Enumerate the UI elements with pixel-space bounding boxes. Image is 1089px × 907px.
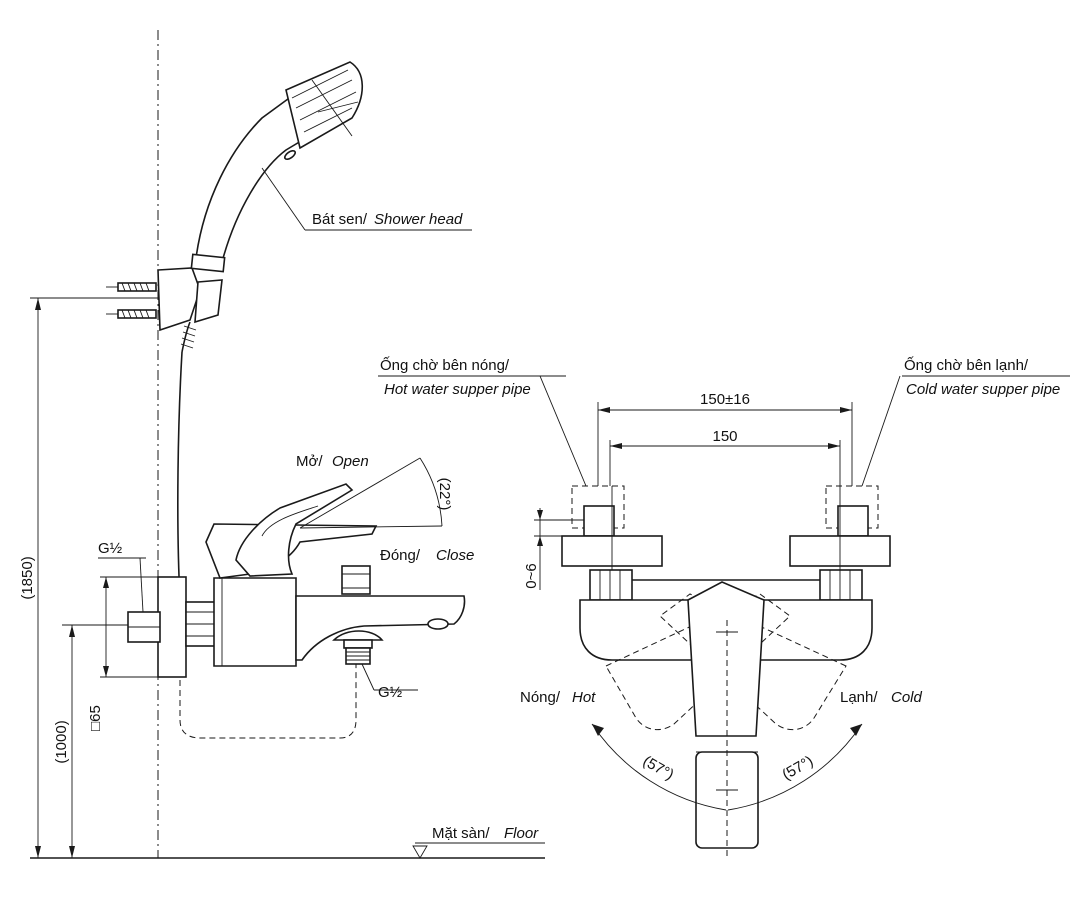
floor-label-en: Floor bbox=[504, 825, 539, 842]
lever-open bbox=[235, 483, 354, 577]
dim-1000: (1000) bbox=[53, 720, 70, 763]
dim-150-16: 150±16 bbox=[700, 391, 750, 408]
hot-label-vi: Nóng/ bbox=[520, 689, 561, 706]
angle-22: (22°) bbox=[436, 478, 453, 511]
shower-head-label-vi: Bát sen/ bbox=[312, 211, 368, 228]
dim-150: 150 bbox=[712, 428, 737, 445]
hot-nut bbox=[589, 569, 633, 601]
open-label-en: Open bbox=[332, 453, 369, 470]
cold-nut bbox=[819, 569, 863, 601]
g-half-left-label: G½ bbox=[98, 540, 123, 557]
hose-connector bbox=[181, 321, 191, 353]
hot-pipe bbox=[583, 505, 615, 537]
angle-hot: (57°) bbox=[640, 753, 677, 784]
diverter bbox=[332, 630, 384, 641]
wall-flange bbox=[157, 576, 187, 678]
floor-label-vi: Mặt sàn/ bbox=[432, 825, 490, 842]
shower-head bbox=[285, 61, 363, 150]
dim-square-65: □65 bbox=[87, 705, 104, 731]
cold-pipe bbox=[837, 505, 869, 537]
cold-label-vi: Lạnh/ bbox=[840, 689, 878, 706]
hose bbox=[177, 351, 183, 601]
arc-hot bbox=[591, 723, 727, 811]
dim-1850: (1850) bbox=[19, 556, 36, 599]
shower-head-label-en: Shower head bbox=[374, 211, 463, 228]
handle-front bbox=[687, 581, 765, 737]
cold-pipe-label-en: Cold water supper pipe bbox=[906, 381, 1060, 398]
faucet-body bbox=[213, 577, 297, 667]
close-label-en: Close bbox=[436, 547, 474, 564]
spout bbox=[295, 595, 466, 661]
floor-symbol bbox=[412, 845, 428, 859]
wall-screws bbox=[106, 282, 157, 319]
g-half-right-label: G½ bbox=[378, 684, 403, 701]
hot-pipe-label-en: Hot water supper pipe bbox=[384, 381, 531, 398]
open-label-vi: Mở/ bbox=[296, 453, 323, 470]
close-label-vi: Đóng/ bbox=[380, 547, 421, 564]
shower-holder bbox=[157, 267, 201, 332]
hot-label-en: Hot bbox=[572, 689, 596, 706]
arc-cold bbox=[727, 723, 863, 811]
cold-pipe-label-vi: Ống chờ bên lạnh/ bbox=[904, 356, 1029, 374]
hot-pipe-label-vi: Ống chờ bên nóng/ bbox=[380, 356, 510, 374]
shower-handle bbox=[195, 94, 307, 263]
diverter-knob bbox=[341, 565, 371, 595]
angle-cold: (57°) bbox=[779, 753, 816, 784]
dim-0-6: 0~6 bbox=[523, 563, 540, 588]
cold-label-en: Cold bbox=[891, 689, 923, 706]
